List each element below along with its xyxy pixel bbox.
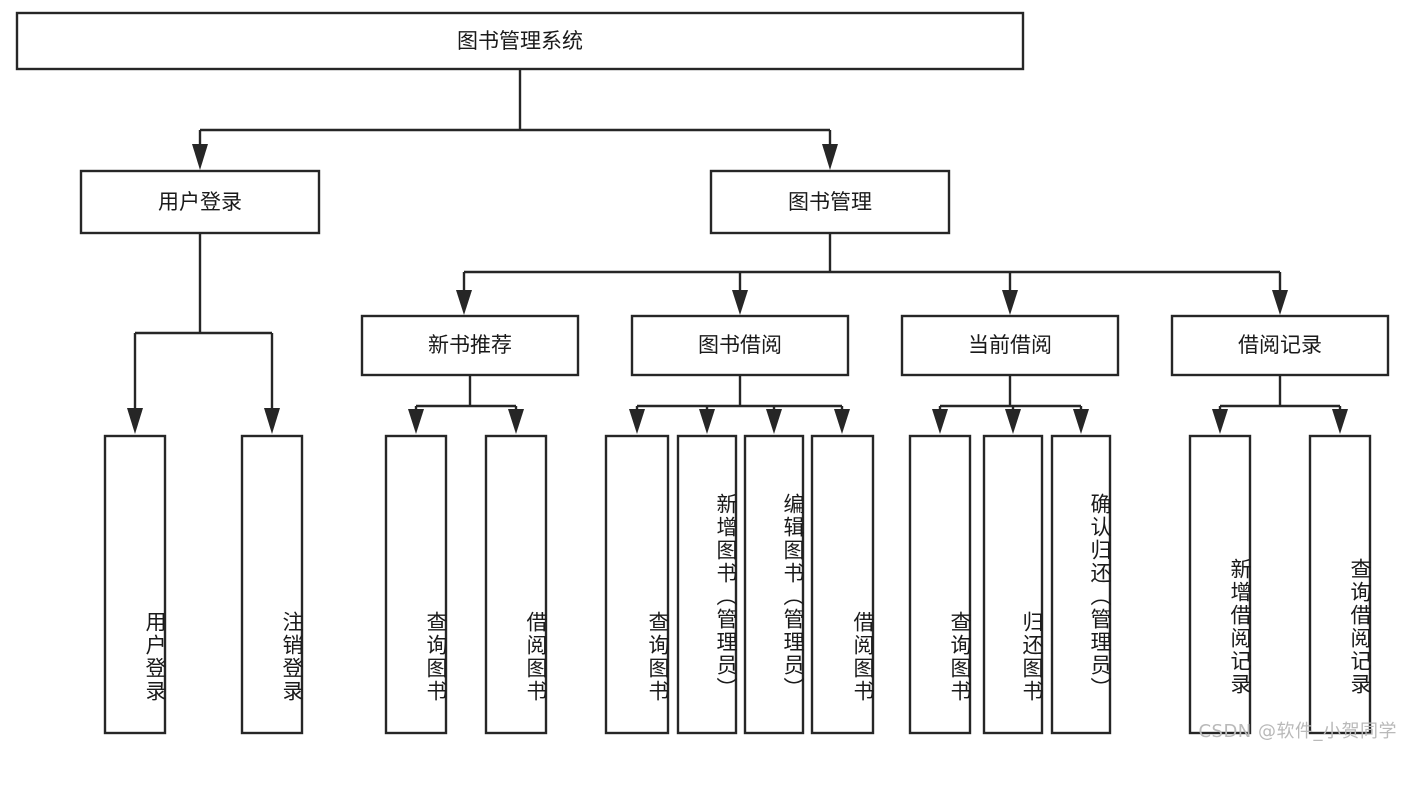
- node-current-borrow-label: 当前借阅: [968, 333, 1052, 357]
- arrow-head-record-add: [1212, 409, 1228, 434]
- arrow-head-current-query: [932, 409, 948, 434]
- connector-group-record: [1212, 375, 1348, 434]
- node-borrow-record[interactable]: 借阅记录: [1170, 314, 1390, 377]
- diagram-canvas: 图书管理系统 用户登录 图书管理 新书推荐 图书借阅 当前借阅 借阅记录: [15, 11, 1397, 742]
- node-book-management-box[interactable]: [709, 169, 951, 235]
- node-book-borrow-label: 图书借阅: [698, 333, 782, 357]
- node-root-label: 图书管理系统: [457, 29, 583, 53]
- arrow-head-current-return: [1005, 409, 1021, 434]
- node-current-borrow-box[interactable]: [900, 314, 1120, 377]
- arrow-head-borrow-add: [699, 409, 715, 434]
- node-borrow-record-box[interactable]: [1170, 314, 1390, 377]
- arrow-head-book-mgmt: [822, 144, 838, 170]
- node-current-borrow[interactable]: 当前借阅: [900, 314, 1120, 377]
- connector-group-borrow: [629, 375, 850, 434]
- node-root-box[interactable]: [15, 11, 1025, 71]
- leaf-box-newbook-borrow[interactable]: [484, 434, 548, 735]
- leaf-box-current-confirm[interactable]: [1050, 434, 1112, 735]
- arrow-head-borrow-edit: [766, 409, 782, 434]
- arrow-head-record-query: [1332, 409, 1348, 434]
- node-user-login[interactable]: 用户登录: [79, 169, 321, 235]
- arrow-head-current: [1002, 290, 1018, 315]
- leaf-box-current-query[interactable]: [908, 434, 972, 735]
- leaf-box-current-return[interactable]: [982, 434, 1044, 735]
- leaf-box-newbook-query[interactable]: [384, 434, 448, 735]
- arrow-head-borrow-query: [629, 409, 645, 434]
- leaf-box-record-add[interactable]: [1188, 434, 1252, 735]
- node-book-management-label: 图书管理: [788, 190, 872, 214]
- arrow-head-newbook-borrow: [508, 409, 524, 434]
- leaf-box-borrow-edit[interactable]: [743, 434, 805, 735]
- connector-group-user-login: [127, 233, 280, 434]
- leaf-box-borrow-add[interactable]: [676, 434, 738, 735]
- connector-group-root: [192, 69, 838, 170]
- arrow-head-leaf-logout: [264, 408, 280, 434]
- hierarchy-tree-svg: 图书管理系统 用户登录 图书管理 新书推荐 图书借阅 当前借阅 借阅记录: [15, 11, 1390, 735]
- arrow-head-newbook-query: [408, 409, 424, 434]
- arrow-head-current-confirm: [1073, 409, 1089, 434]
- node-user-login-box[interactable]: [79, 169, 321, 235]
- leaf-box-borrow-lend[interactable]: [810, 434, 875, 735]
- node-book-management[interactable]: 图书管理: [709, 169, 951, 235]
- connector-group-book-mgmt: [456, 233, 1288, 315]
- arrow-head-new-book: [456, 290, 472, 315]
- node-book-borrow-box[interactable]: [630, 314, 850, 377]
- arrow-head-record: [1272, 290, 1288, 315]
- leaf-boxes-group: [103, 434, 1372, 735]
- node-root[interactable]: 图书管理系统: [15, 11, 1025, 71]
- node-borrow-record-label: 借阅记录: [1238, 333, 1322, 357]
- leaf-box-logout[interactable]: [240, 434, 304, 735]
- node-user-login-label: 用户登录: [158, 190, 242, 214]
- arrow-head-borrow-lend: [834, 409, 850, 434]
- node-new-book-recommend-box[interactable]: [360, 314, 580, 377]
- node-new-book-recommend-label: 新书推荐: [428, 333, 512, 357]
- node-new-book-recommend[interactable]: 新书推荐: [360, 314, 580, 377]
- arrow-head-leaf-user-login: [127, 408, 143, 434]
- connector-group-current: [932, 375, 1089, 434]
- node-book-borrow[interactable]: 图书借阅: [630, 314, 850, 377]
- leaf-box-borrow-query[interactable]: [604, 434, 670, 735]
- csdn-watermark: CSDN @软件_小贺同学: [1198, 721, 1397, 742]
- leaf-box-user-login[interactable]: [103, 434, 167, 735]
- arrow-head-borrow: [732, 290, 748, 315]
- arrow-head-user-login: [192, 144, 208, 170]
- connector-group-new-book: [408, 375, 524, 434]
- leaf-box-record-query[interactable]: [1308, 434, 1372, 735]
